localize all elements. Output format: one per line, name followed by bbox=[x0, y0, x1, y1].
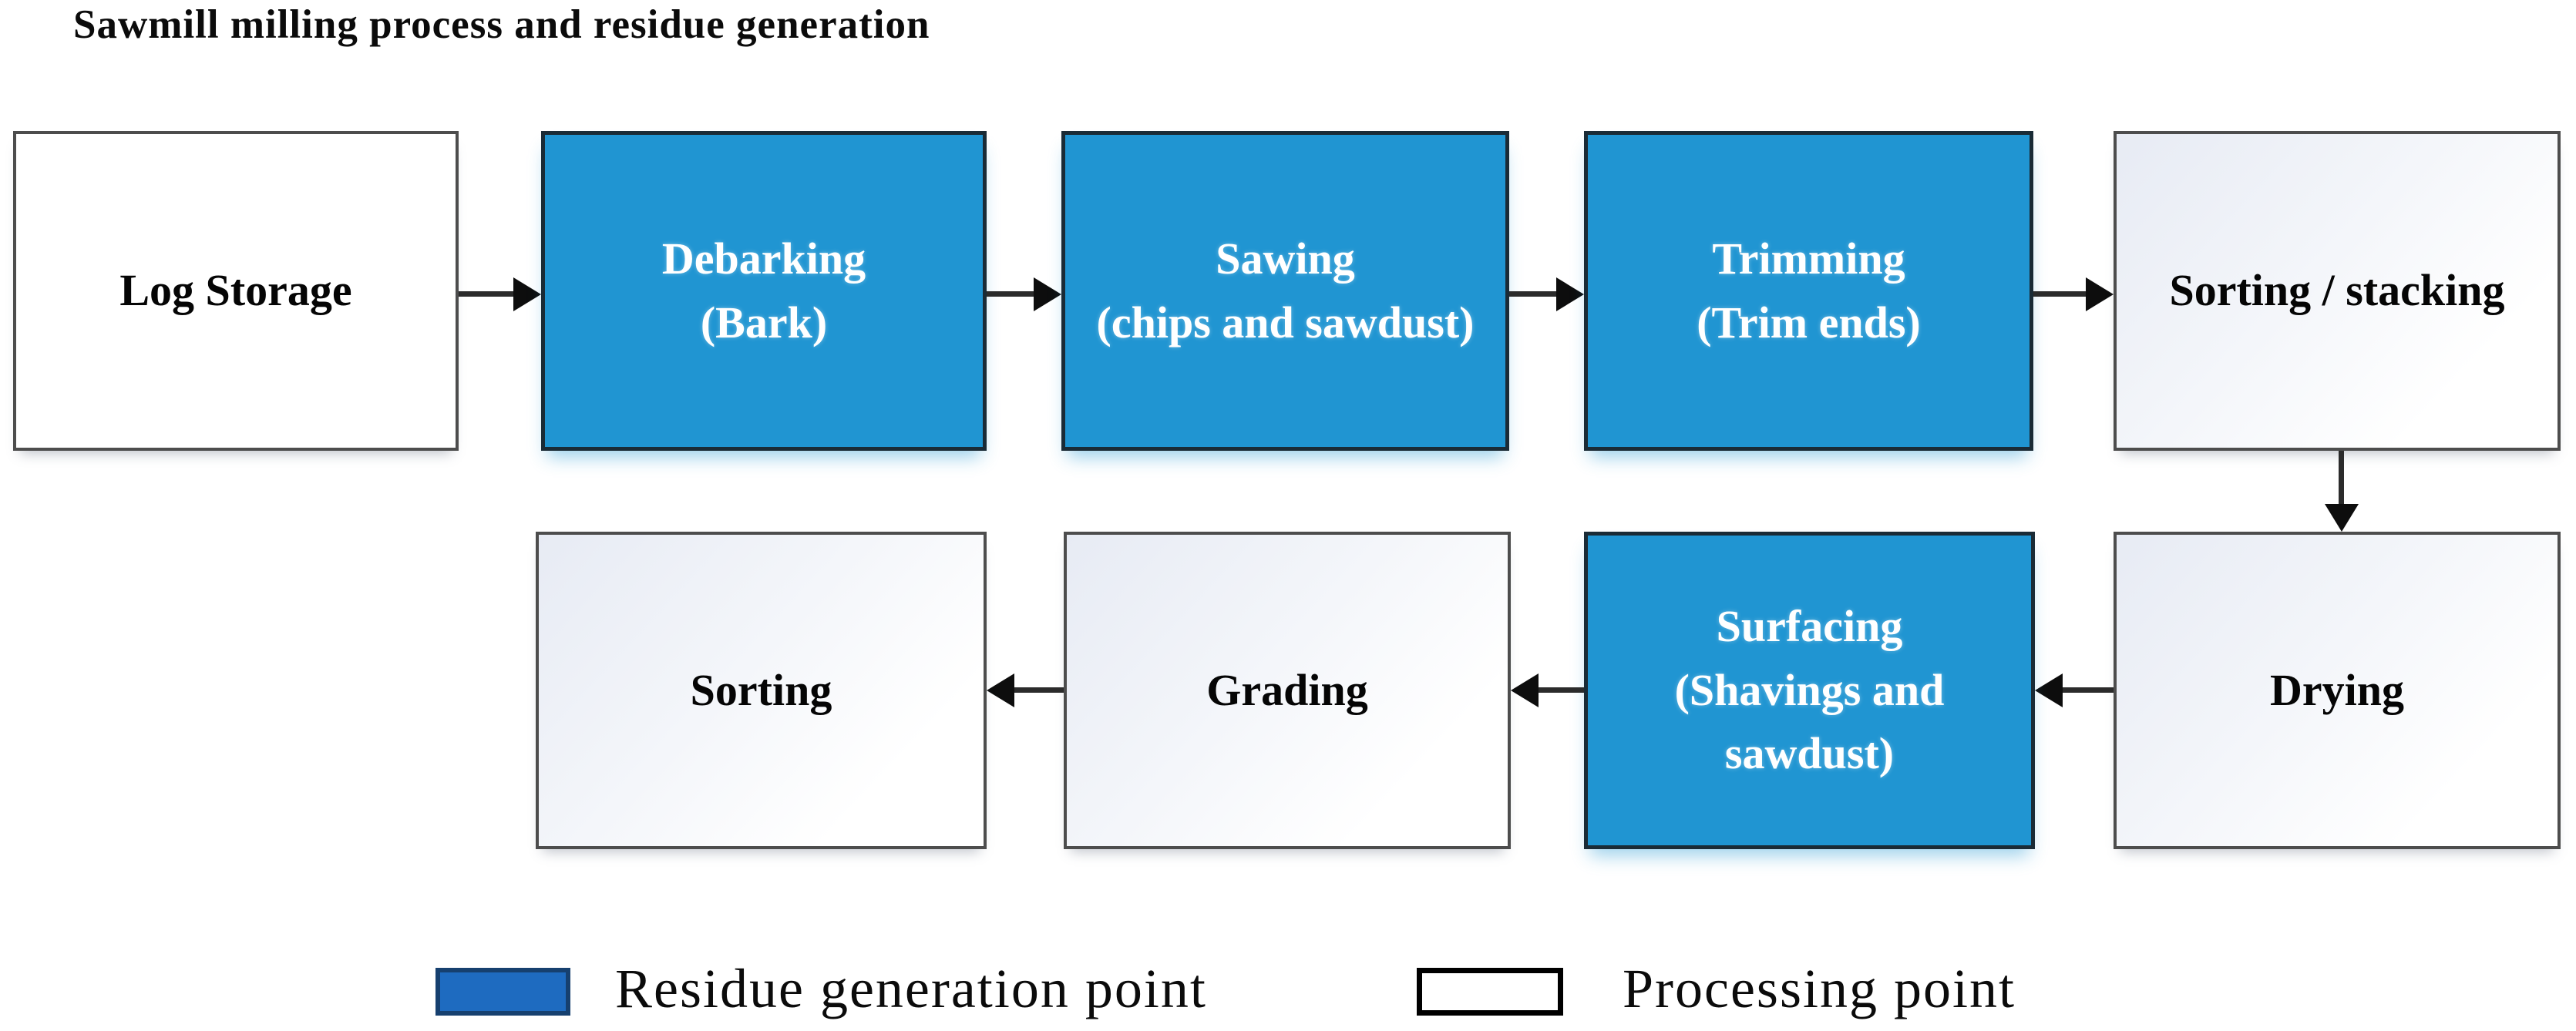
node-debarking: Debarking (Bark) bbox=[541, 131, 987, 451]
legend-processing-swatch bbox=[1417, 968, 1563, 1016]
arrow-head-icon bbox=[1034, 277, 1061, 311]
arrow-sorting-stacking-to-drying bbox=[2324, 451, 2359, 532]
node-drying-label: Drying bbox=[2270, 664, 2404, 715]
arrow-drying-to-surfacing bbox=[2035, 673, 2114, 707]
node-trimming-label: Trimming (Trim ends) bbox=[1697, 233, 1921, 348]
node-sawing-label: Sawing (chips and sawdust) bbox=[1096, 233, 1475, 348]
arrow-head-icon bbox=[987, 673, 1014, 707]
arrow-head-icon bbox=[2035, 673, 2063, 707]
arrow-debarking-to-sawing bbox=[987, 277, 1061, 311]
node-sorting-stacking-label: Sorting / stacking bbox=[2169, 265, 2505, 316]
arrow-head-icon bbox=[2086, 277, 2114, 311]
arrow-surfacing-to-grading bbox=[1511, 673, 1584, 707]
node-sorting: Sorting bbox=[536, 532, 987, 849]
node-drying: Drying bbox=[2114, 532, 2561, 849]
arrow-head-icon bbox=[1556, 277, 1584, 311]
arrow-grading-to-sorting bbox=[987, 673, 1064, 707]
arrow-sawing-to-trimming bbox=[1509, 277, 1584, 311]
node-sorting-stacking: Sorting / stacking bbox=[2114, 131, 2561, 451]
node-trimming: Trimming (Trim ends) bbox=[1584, 131, 2033, 451]
node-sawing: Sawing (chips and sawdust) bbox=[1061, 131, 1509, 451]
node-grading-label: Grading bbox=[1206, 664, 1368, 715]
node-sorting-label: Sorting bbox=[690, 664, 832, 715]
node-debarking-label: Debarking (Bark) bbox=[661, 233, 866, 348]
node-log-storage: Log Storage bbox=[13, 131, 459, 451]
node-log-storage-label: Log Storage bbox=[119, 265, 352, 316]
node-surfacing-label: Surfacing (Shavings and sawdust) bbox=[1674, 601, 1945, 779]
arrow-head-icon bbox=[1511, 673, 1539, 707]
arrow-log-storage-to-debarking bbox=[459, 277, 541, 311]
legend-processing-label: Processing point bbox=[1623, 958, 2016, 1019]
arrow-head-icon bbox=[2324, 504, 2359, 532]
legend-residue-swatch bbox=[435, 968, 570, 1016]
legend-residue-label: Residue generation point bbox=[615, 958, 1207, 1019]
arrow-head-icon bbox=[513, 277, 541, 311]
node-grading: Grading bbox=[1064, 532, 1511, 849]
diagram-title: Sawmill milling process and residue gene… bbox=[73, 2, 930, 47]
arrow-trimming-to-sorting-stacking bbox=[2033, 277, 2114, 311]
node-surfacing: Surfacing (Shavings and sawdust) bbox=[1584, 532, 2035, 849]
